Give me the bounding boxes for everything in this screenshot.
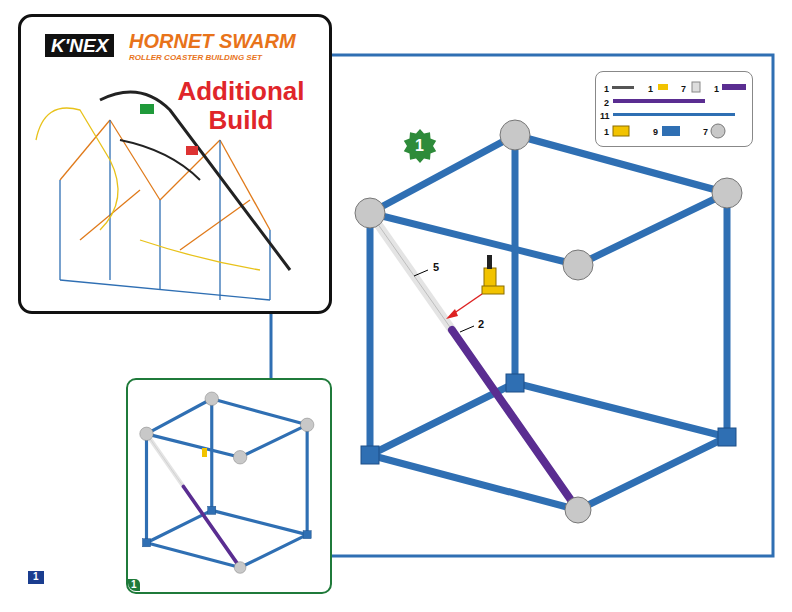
part-count: 9 [653,128,658,137]
page-number: 1 [28,571,44,584]
step-star: 1 [403,129,437,163]
part-count: 1 [604,128,609,137]
node-text: ROLLER COASTER BUILDING SET [129,54,262,62]
node-text: HORNET SWARM [129,31,296,51]
node-text: K'NEX [45,34,114,57]
node-text: Additional Build [171,77,311,135]
part-count: 7 [681,85,686,94]
part-count: 1 [714,85,719,94]
title-box: K'NEX HORNET SWARM ROLLER COASTER BUILDING… [18,14,332,314]
part-count: 1 [604,85,609,94]
node-text: 1 [33,572,39,582]
callout-number: 5 [432,262,440,273]
part-count: 11 [600,112,610,121]
part-count: 1 [648,85,653,94]
thumbnail-box: 1 [126,378,332,594]
parts-box: 1171211197 [595,71,753,147]
connector-line [270,314,273,378]
part-count: 2 [604,99,609,108]
part-count: 7 [703,128,708,137]
callout-number: 2 [477,319,485,330]
node-text: 1 [415,138,424,154]
node-text: 1 [128,579,140,591]
